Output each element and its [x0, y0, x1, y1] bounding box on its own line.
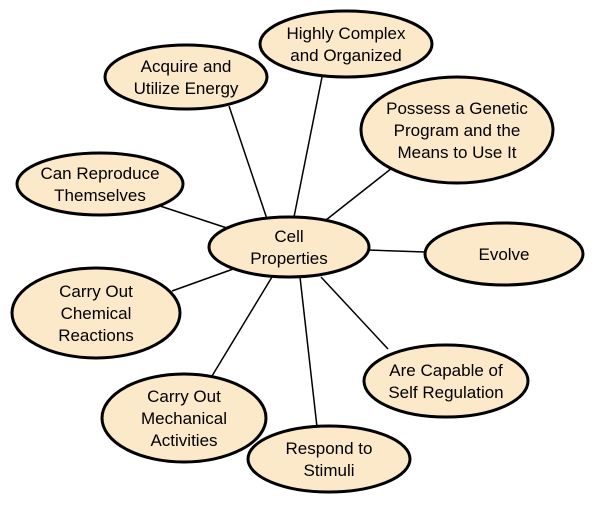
node-cell-ellipse — [207, 215, 371, 279]
node-regulation: Are Capable of Self Regulation — [362, 343, 530, 419]
node-energy-ellipse — [103, 43, 269, 111]
node-mechanical-label-line: Mechanical — [141, 409, 227, 428]
node-stimuli: Respond to Stimuli — [246, 424, 412, 494]
node-reproduce-ellipse — [15, 151, 185, 217]
edge-cell-complex — [293, 76, 323, 218]
node-cell-label-line: Cell — [274, 227, 303, 246]
node-chemical-label-line: Chemical — [61, 304, 132, 323]
edge-cell-stimuli — [299, 276, 318, 428]
node-complex-ellipse — [258, 9, 434, 79]
node-stimuli-label-line: Stimuli — [303, 461, 354, 480]
node-energy-label-line: Utilize Energy — [134, 79, 239, 98]
node-reproduce-label-line: Can Reproduce — [40, 164, 159, 183]
node-chemical-label-line: Carry Out — [59, 282, 133, 301]
edge-cell-energy — [228, 105, 268, 220]
node-mechanical-ellipse — [100, 372, 268, 464]
edges-layer — [159, 76, 426, 428]
node-cell-label-line: Properties — [250, 249, 327, 268]
node-chemical-ellipse — [10, 266, 182, 360]
node-complex: Highly Complex and Organized — [258, 9, 434, 79]
node-regulation-ellipse — [362, 343, 530, 419]
node-evolve-label-line: Evolve — [478, 245, 529, 264]
node-energy-label-line: Acquire and — [141, 57, 232, 76]
node-chemical-label-line: Reactions — [58, 326, 134, 345]
node-complex-label-line: Highly Complex — [286, 24, 406, 43]
node-regulation-label-line: Are Capable of — [389, 361, 503, 380]
edge-cell-mechanical — [211, 276, 273, 377]
edge-cell-genetic — [325, 167, 393, 221]
node-genetic-label-line: Means to Use It — [397, 143, 516, 162]
node-genetic-label-line: Program and the — [394, 121, 521, 140]
node-genetic-label-line: Possess a Genetic — [386, 99, 528, 118]
node-genetic-ellipse — [359, 75, 555, 185]
node-complex-label-line: and Organized — [290, 46, 402, 65]
edge-cell-evolve — [367, 249, 426, 253]
node-stimuli-label-line: Respond to — [286, 439, 373, 458]
node-regulation-label-line: Self Regulation — [388, 383, 503, 402]
node-mechanical-label-line: Activities — [150, 431, 217, 450]
node-reproduce-label-line: Themselves — [54, 186, 146, 205]
node-stimuli-ellipse — [246, 424, 412, 494]
edge-cell-regulation — [320, 276, 389, 350]
node-evolve: Evolve — [423, 221, 585, 287]
edge-cell-reproduce — [159, 205, 231, 230]
node-mechanical-label-line: Carry Out — [147, 387, 221, 406]
node-evolve-ellipse — [423, 221, 585, 287]
edge-cell-chemical — [171, 267, 237, 292]
